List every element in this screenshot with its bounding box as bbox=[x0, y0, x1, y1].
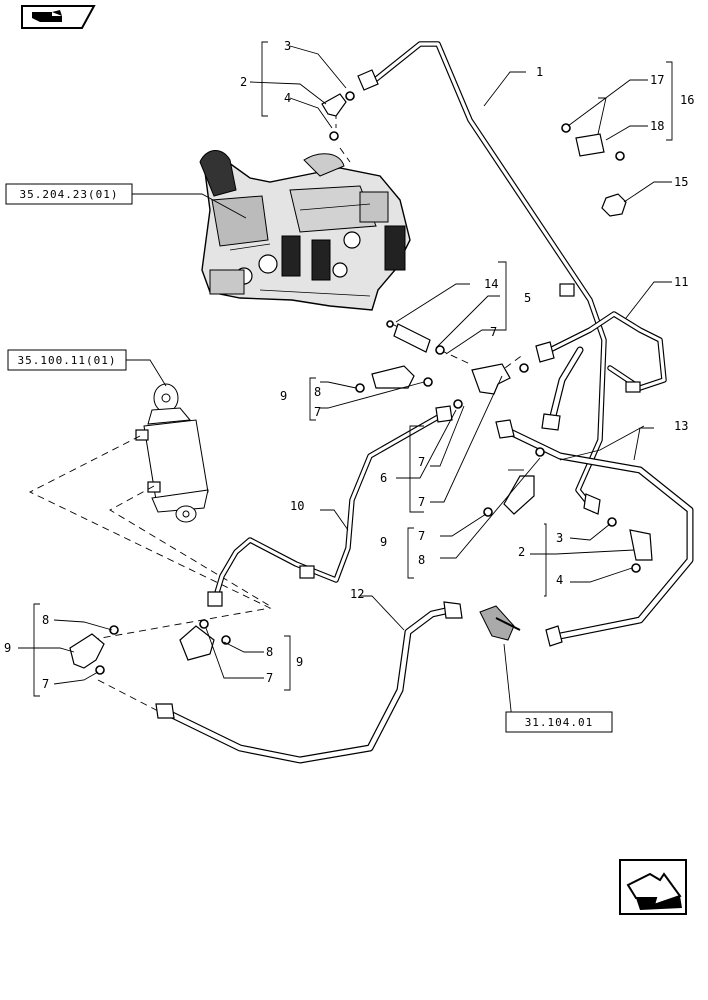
callout-8: 8 bbox=[266, 645, 273, 659]
elbow-9-lower bbox=[179, 619, 231, 661]
callout-9: 9 bbox=[280, 389, 287, 403]
callout-9: 9 bbox=[4, 641, 11, 655]
callout-14: 14 bbox=[484, 277, 498, 291]
book-icon[interactable] bbox=[21, 5, 96, 29]
callout-3: 3 bbox=[556, 531, 563, 545]
callout-11: 11 bbox=[674, 275, 688, 289]
callout-18: 18 bbox=[650, 119, 664, 133]
callout-8: 8 bbox=[42, 613, 49, 627]
hose-connector bbox=[541, 346, 584, 431]
pipe-10 bbox=[207, 405, 453, 607]
callout-6: 6 bbox=[380, 471, 387, 485]
dashed-connection-lines bbox=[28, 112, 525, 713]
callout-4: 4 bbox=[284, 91, 291, 105]
valve-reference-box[interactable]: 35.204.23(01) bbox=[5, 183, 133, 205]
elbow-9-middle bbox=[483, 447, 545, 517]
hydraulic-cylinder bbox=[135, 383, 209, 523]
quick-coupler bbox=[479, 605, 521, 641]
elbow-2-right bbox=[607, 517, 653, 573]
tee-fitting-6 bbox=[453, 363, 529, 409]
callout-2: 2 bbox=[240, 75, 247, 89]
callout-3: 3 bbox=[284, 39, 291, 53]
hose-13 bbox=[495, 419, 694, 647]
fitting-2-top bbox=[321, 91, 355, 141]
leader-lines bbox=[18, 41, 673, 721]
callout-16: 16 bbox=[680, 93, 694, 107]
callout-8: 8 bbox=[418, 553, 425, 567]
elbow-9-left bbox=[69, 625, 119, 675]
callout-7: 7 bbox=[266, 671, 273, 685]
callout-7: 7 bbox=[418, 455, 425, 469]
callout-2: 2 bbox=[518, 545, 525, 559]
control-valve-assembly bbox=[199, 150, 411, 311]
callout-8: 8 bbox=[314, 385, 321, 399]
cylinder-reference-label: 35.100.11(01) bbox=[17, 354, 116, 367]
next-page-arrow-icon[interactable] bbox=[619, 859, 687, 915]
callout-7: 7 bbox=[490, 325, 497, 339]
pipe-11 bbox=[535, 311, 667, 393]
callout-15: 15 bbox=[674, 175, 688, 189]
callout-1: 1 bbox=[536, 65, 543, 79]
callout-9: 9 bbox=[296, 655, 303, 669]
callout-17: 17 bbox=[650, 73, 664, 87]
callout-5: 5 bbox=[524, 291, 531, 305]
hose-12 bbox=[155, 601, 463, 764]
callout-10: 10 bbox=[290, 499, 304, 513]
callout-4: 4 bbox=[556, 573, 563, 587]
elbow-9-upper bbox=[355, 365, 433, 393]
callout-9: 9 bbox=[380, 535, 387, 549]
coupler-reference-label: 31.104.01 bbox=[525, 716, 594, 729]
plug-15 bbox=[601, 193, 627, 217]
fitting-16 bbox=[561, 123, 625, 161]
callout-labels: 3 2 4 1 17 16 18 15 14 5 7 11 8 9 7 7 6 … bbox=[4, 39, 694, 691]
callout-7: 7 bbox=[418, 529, 425, 543]
fitting-5 bbox=[386, 320, 445, 355]
valve-reference-label: 35.204.23(01) bbox=[19, 188, 118, 201]
callout-7: 7 bbox=[42, 677, 49, 691]
callout-12: 12 bbox=[350, 587, 364, 601]
coupler-reference-box[interactable]: 31.104.01 bbox=[505, 711, 613, 733]
pipe-1 bbox=[357, 41, 607, 515]
callout-7: 7 bbox=[314, 405, 321, 419]
callout-13: 13 bbox=[674, 419, 688, 433]
cylinder-reference-box[interactable]: 35.100.11(01) bbox=[7, 349, 127, 371]
callout-7: 7 bbox=[418, 495, 425, 509]
